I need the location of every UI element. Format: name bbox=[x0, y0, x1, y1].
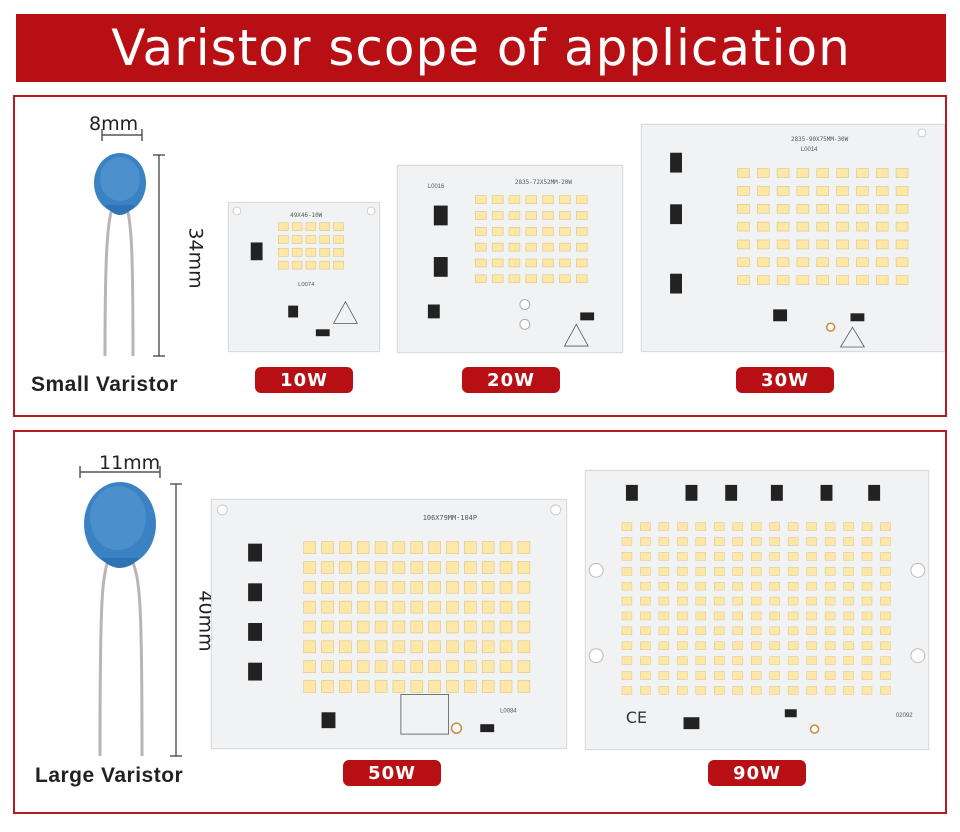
svg-text:2835-72X52MM-20W: 2835-72X52MM-20W bbox=[515, 179, 572, 186]
badge-30w: 30W bbox=[736, 367, 834, 393]
small-varistor-icon bbox=[94, 129, 165, 357]
ce-mark-icon: CE bbox=[626, 708, 647, 727]
pcb-10w-icon: 49X46-10W L0074 bbox=[229, 203, 379, 351]
small-height-dim: 34mm bbox=[184, 227, 207, 289]
pcb-90w-icon: CE 02092 bbox=[586, 471, 928, 749]
svg-text:106X79MM-104P: 106X79MM-104P bbox=[423, 514, 477, 522]
pcb-30w-icon: 2835-90X75MM-30W L0014 bbox=[642, 125, 944, 351]
badge-90w: 90W bbox=[708, 760, 806, 786]
svg-text:L0074: L0074 bbox=[298, 282, 315, 288]
small-varistor-panel: 8mm 34mm Small Varistor 49X46-10W L0074 … bbox=[13, 95, 947, 417]
svg-text:L0014: L0014 bbox=[801, 147, 818, 153]
svg-text:49X46-10W: 49X46-10W bbox=[290, 213, 322, 219]
pcb-board-90w: CE 02092 bbox=[585, 470, 929, 750]
pcb-board-30w: 2835-90X75MM-30W L0014 bbox=[641, 124, 945, 352]
large-varistor-panel: 11mm 40mm Large Varistor 106X79MM-104P L… bbox=[13, 430, 947, 814]
large-width-dim: 11mm bbox=[99, 452, 161, 474]
small-varistor-label: Small Varistor bbox=[31, 373, 179, 396]
large-varistor-label: Large Varistor bbox=[35, 764, 184, 787]
svg-text:02092: 02092 bbox=[896, 713, 913, 719]
pcb-board-20w: 2835-72X52MM-20W L0016 bbox=[397, 165, 623, 353]
badge-50w: 50W bbox=[343, 760, 441, 786]
badge-20w: 20W bbox=[462, 367, 560, 393]
pcb-board-10w: 49X46-10W L0074 bbox=[228, 202, 380, 352]
page-title-banner: Varistor scope of application bbox=[16, 14, 946, 82]
page-title: Varistor scope of application bbox=[111, 19, 851, 77]
pcb-board-50w: 106X79MM-104P L0084 bbox=[211, 499, 567, 749]
large-varistor-icon bbox=[79, 466, 182, 757]
pcb-50w-icon: 106X79MM-104P L0084 bbox=[212, 500, 566, 748]
svg-text:L0084: L0084 bbox=[500, 708, 517, 714]
pcb-20w-icon: 2835-72X52MM-20W L0016 bbox=[398, 166, 622, 352]
svg-text:L0016: L0016 bbox=[428, 184, 445, 190]
badge-10w: 10W bbox=[255, 367, 353, 393]
small-width-dim: 8mm bbox=[89, 113, 139, 135]
svg-text:2835-90X75MM-30W: 2835-90X75MM-30W bbox=[791, 136, 849, 143]
